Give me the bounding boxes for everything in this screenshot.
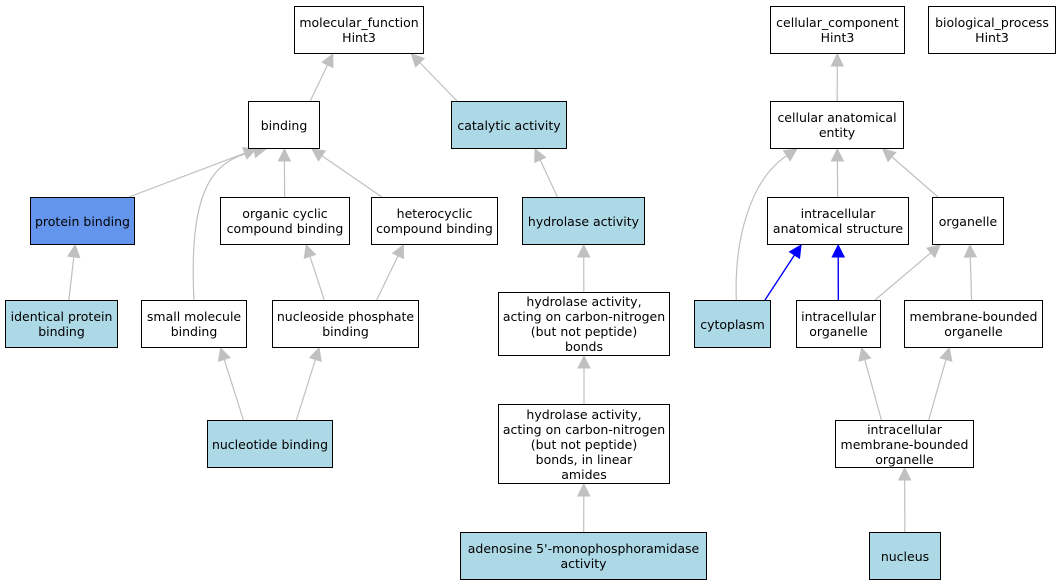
arrowhead-hydrolase_cn-to-hydrolase_activity — [576, 243, 591, 258]
edge-nucleoside_phosphate-to-heterocyclic — [376, 255, 399, 301]
arrowhead-hydrolase_cn_linear-to-hydrolase_cn — [577, 354, 591, 369]
node-molecular-function[interactable]: molecular_function Hint3 — [294, 6, 424, 54]
node-protein-binding[interactable]: protein binding — [30, 197, 135, 245]
arrowhead-cellular_anatomical-to-cellular_component — [830, 52, 845, 67]
edge-nucleotide_binding-to-small_molecule — [223, 359, 244, 421]
edge-catalytic_activity-to-molecular_function — [419, 62, 458, 102]
node-identical-protein-binding[interactable]: identical protein binding — [5, 300, 118, 348]
arrowhead-intracellular_anatomical-to-cellular_anatomical — [830, 147, 845, 162]
arrowhead-nucleotide_binding-to-nucleoside_phosphate — [308, 346, 322, 362]
arrowhead-intracellular_organelle-to-organelle — [926, 244, 941, 259]
edge-nucleotide_binding-to-nucleoside_phosphate — [295, 359, 317, 421]
node-cytoplasm[interactable]: cytoplasm — [694, 300, 771, 348]
node-organelle[interactable]: organelle — [932, 197, 1004, 245]
edge-cytoplasm-to-intracellular_anatomical — [764, 254, 796, 301]
node-adenosine-monophosphoramidase-activity[interactable]: adenosine 5'-monophosphoramidase activit… — [460, 532, 707, 580]
node-intracellular-membrane-bounded-organelle[interactable]: intracellular membrane-bounded organelle — [835, 420, 974, 468]
edge-protein_binding-to-binding — [128, 152, 245, 198]
node-organic-cyclic-compound-binding[interactable]: organic cyclic compound binding — [220, 197, 350, 245]
arrowhead-heterocyclic-to-binding — [311, 148, 327, 162]
edge-identical_protein-to-protein_binding — [68, 256, 75, 301]
arrowhead-adenosine-to-hydrolase_cn_linear — [576, 482, 591, 497]
edge-intracellular_membrane-to-membrane_bounded — [928, 359, 947, 421]
edge-hydrolase_activity-to-catalytic_activity — [539, 159, 558, 198]
node-intracellular-organelle[interactable]: intracellular organelle — [796, 300, 881, 348]
arrowhead-cytoplasm-to-intracellular_anatomical — [788, 244, 802, 260]
arrowhead-nucleoside_phosphate-to-organic_cyclic — [303, 243, 317, 260]
node-cellular-anatomical-entity[interactable]: cellular anatomical entity — [770, 101, 904, 149]
arrowhead-nucleus-to-intracellular_membrane — [897, 466, 912, 481]
arrowhead-binding-to-molecular_function — [321, 52, 334, 69]
node-hydrolase-activity-linear-amides[interactable]: hydrolase activity, acting on carbon-nit… — [498, 404, 670, 484]
node-biological-process[interactable]: biological_process Hint3 — [928, 6, 1056, 54]
arrowhead-nucleoside_phosphate-to-heterocyclic — [391, 243, 405, 260]
arrowhead-catalytic_activity-to-molecular_function — [410, 53, 426, 68]
edge-cytoplasm-to-cellular_anatomical — [735, 155, 788, 301]
node-nucleoside-phosphate-binding[interactable]: nucleoside phosphate binding — [272, 300, 419, 348]
arrowhead-organic_cyclic-to-binding — [277, 147, 292, 162]
edge-membrane_bounded-to-organelle — [969, 256, 973, 301]
edge-small_molecule-to-binding — [192, 150, 255, 301]
arrowhead-hydrolase_activity-to-catalytic_activity — [534, 147, 547, 164]
edge-intracellular_membrane-to-intracellular_organelle — [864, 359, 882, 421]
node-nucleus[interactable]: nucleus — [869, 532, 941, 580]
arrowhead-identical_protein-to-protein_binding — [66, 243, 81, 259]
node-nucleotide-binding[interactable]: nucleotide binding — [207, 420, 333, 468]
arrowhead-intracellular_membrane-to-membrane_bounded — [939, 346, 953, 362]
node-hydrolase-activity[interactable]: hydrolase activity — [522, 197, 645, 245]
node-membrane-bounded-organelle[interactable]: membrane-bounded organelle — [904, 300, 1043, 348]
arrowhead-nucleotide_binding-to-small_molecule — [217, 346, 231, 362]
edge-binding-to-molecular_function — [309, 64, 329, 102]
node-cellular-component[interactable]: cellular_component Hint3 — [770, 6, 905, 54]
edge-intracellular_organelle-to-organelle — [874, 252, 932, 301]
edge-organelle-to-cellular_anatomical — [891, 156, 939, 198]
node-heterocyclic-compound-binding[interactable]: heterocyclic compound binding — [371, 197, 498, 245]
node-hydrolase-activity-carbon-nitrogen[interactable]: hydrolase activity, acting on carbon-nit… — [498, 292, 670, 356]
arrowhead-intracellular_membrane-to-intracellular_organelle — [858, 346, 872, 362]
edge-heterocyclic-to-binding — [321, 155, 383, 198]
arrowhead-membrane_bounded-to-organelle — [963, 243, 978, 258]
arrowhead-cytoplasm-to-cellular_anatomical — [782, 148, 798, 162]
node-catalytic-activity[interactable]: catalytic activity — [451, 101, 567, 149]
node-small-molecule-binding[interactable]: small molecule binding — [141, 300, 247, 348]
edge-nucleoside_phosphate-to-organic_cyclic — [309, 256, 325, 301]
node-intracellular-anatomical-structure[interactable]: intracellular anatomical structure — [767, 197, 909, 245]
arrowhead-organelle-to-cellular_anatomical — [882, 148, 897, 163]
arrowhead-intracellular_organelle-to-intracellular_anatomical — [831, 243, 846, 258]
node-binding[interactable]: binding — [248, 101, 320, 149]
